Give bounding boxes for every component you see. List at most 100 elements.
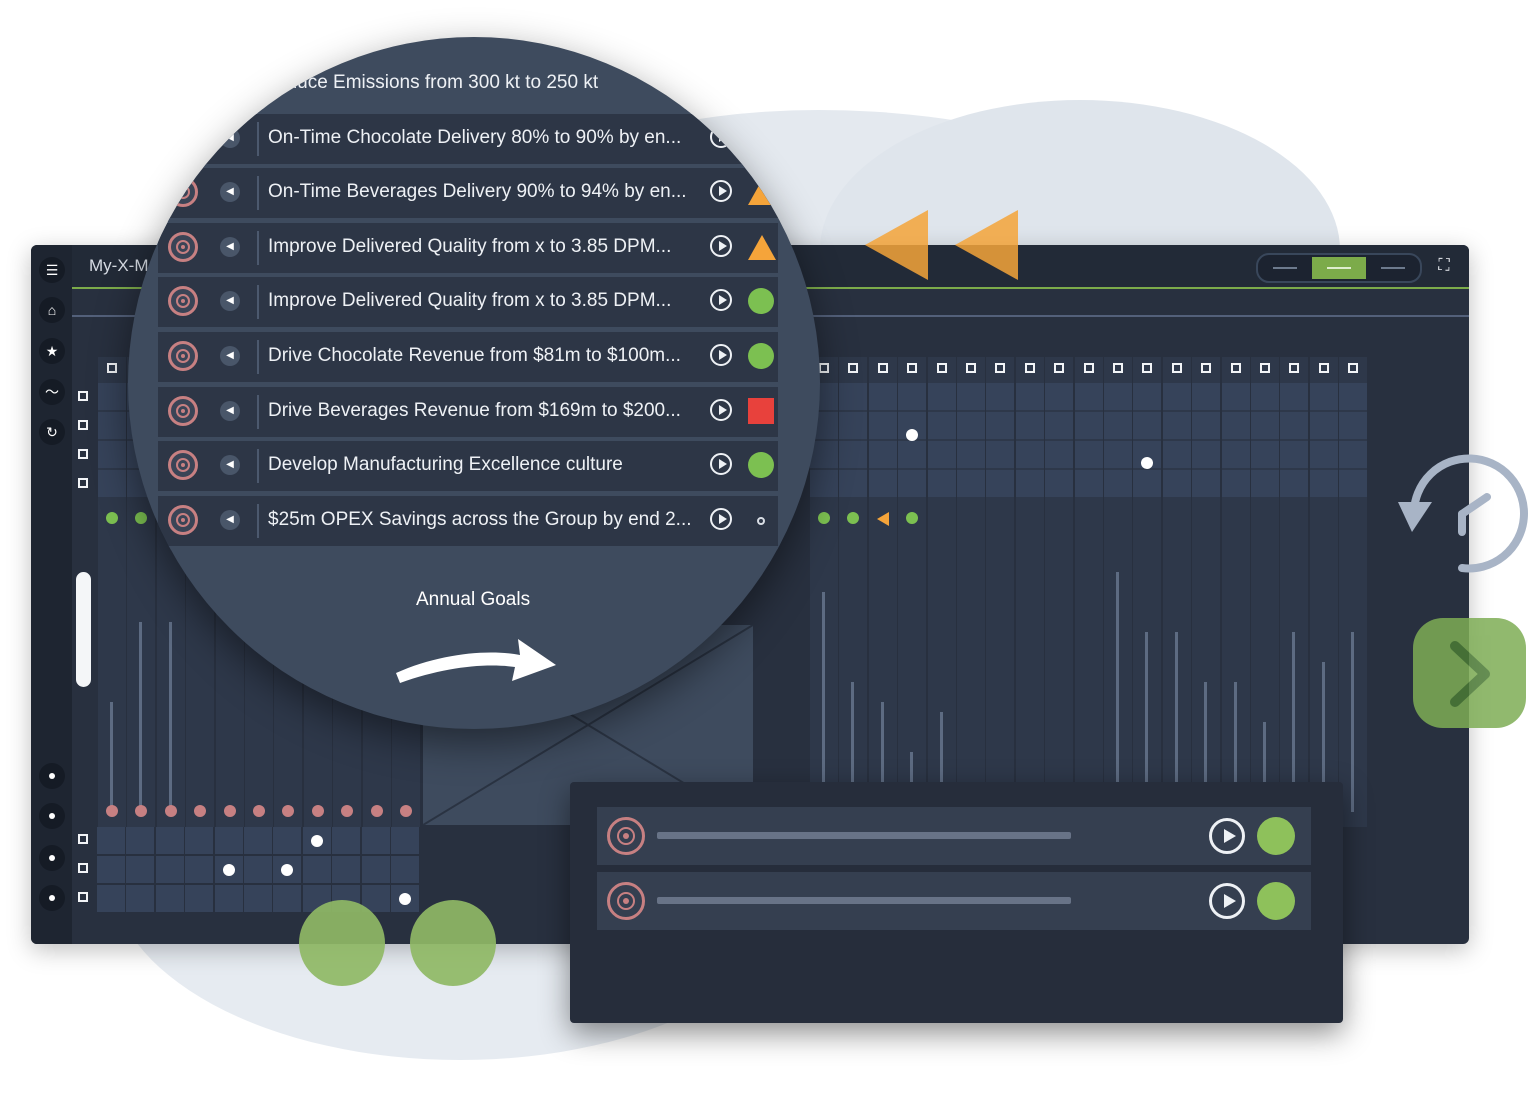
grid-cell[interactable] [361,856,390,883]
grid-cell[interactable] [1104,412,1132,439]
grid-cell[interactable] [1045,383,1074,410]
grid-cell[interactable] [1104,441,1132,468]
panel-row[interactable] [597,872,1311,930]
column-checkbox[interactable] [1318,363,1329,373]
collapse-chevron-icon[interactable]: ◀ [220,509,240,530]
minimize-button[interactable] [1258,257,1312,279]
grid-cell[interactable] [361,827,390,854]
play-icon[interactable] [710,507,732,530]
grid-cell[interactable] [1221,412,1250,439]
grid-cell[interactable] [868,412,897,439]
grid-cell[interactable] [185,885,214,912]
column-checkbox[interactable] [966,363,976,373]
play-icon[interactable] [710,180,732,203]
goal-row[interactable]: ◀Drive Beverages Revenue from $169m to $… [158,386,778,441]
grid-cell[interactable] [185,856,214,883]
grid-cell[interactable] [1221,383,1250,410]
grid-cell[interactable] [332,827,361,854]
grid-cell[interactable] [155,856,184,883]
grid-cell[interactable] [1015,470,1044,497]
grid-cell[interactable] [97,827,125,854]
grid-cell[interactable] [986,412,1015,439]
collapse-chevron-icon[interactable]: ◀ [220,127,240,148]
row-checkbox[interactable] [78,863,88,873]
grid-cell[interactable] [1133,470,1162,497]
grid-cell[interactable] [1192,383,1221,410]
grid-cell[interactable] [214,827,243,854]
play-icon[interactable] [710,398,732,421]
grid-cell[interactable] [868,470,897,497]
goal-row[interactable]: ◀On-Time Chocolate Delivery 80% to 90% b… [158,113,778,168]
column-checkbox[interactable] [1260,363,1270,373]
column-checkbox[interactable] [1289,363,1300,373]
grid-cell[interactable] [1162,441,1191,468]
grid-cell[interactable] [810,470,838,497]
grid-cell[interactable] [1015,441,1044,468]
grid-cell[interactable] [839,441,868,468]
play-icon[interactable] [710,344,732,366]
grid-cell[interactable] [1104,383,1132,410]
column-checkbox[interactable] [1024,363,1035,373]
column-checkbox[interactable] [995,363,1006,373]
row-checkbox[interactable] [78,449,88,459]
goal-row[interactable]: ◀Drive Chocolate Revenue from $81m to $1… [158,332,778,386]
scroll-handle[interactable] [76,572,91,687]
grid-cell[interactable] [986,383,1015,410]
grid-cell[interactable] [839,383,868,410]
column-checkbox[interactable] [1142,363,1153,373]
collapse-chevron-icon[interactable]: ◀ [220,455,240,476]
star-icon[interactable]: ★ [39,338,65,364]
grid-cell[interactable] [1045,441,1074,468]
grid-cell[interactable] [273,827,302,854]
grid-cell[interactable] [97,856,125,883]
play-icon[interactable] [710,125,732,148]
grid-cell[interactable] [185,827,214,854]
grid-cell[interactable] [1221,470,1250,497]
row-checkbox[interactable] [78,420,88,430]
column-checkbox[interactable] [107,363,117,373]
row-checkbox[interactable] [78,892,88,902]
grid-cell[interactable] [1339,470,1368,497]
column-checkbox[interactable] [1113,363,1123,373]
grid-cell[interactable] [98,412,126,439]
grid-cell[interactable] [898,441,927,468]
goal-row[interactable]: ◀$25m OPEX Savings across the Group by e… [158,495,778,550]
grid-cell[interactable] [1162,383,1191,410]
grid-cell[interactable] [155,885,184,912]
grid-cell[interactable] [957,470,985,497]
grid-cell[interactable] [957,441,985,468]
play-icon[interactable] [1209,883,1245,919]
grid-cell[interactable] [1251,441,1279,468]
grid-cell[interactable] [986,441,1015,468]
grid-cell[interactable] [927,441,956,468]
goal-row[interactable]: ◀On-Time Beverages Delivery 90% to 94% b… [158,168,778,223]
collapse-chevron-icon[interactable]: ◀ [220,291,240,312]
column-checkbox[interactable] [1054,363,1065,373]
column-checkbox[interactable] [1171,363,1182,373]
grid-cell[interactable] [1251,470,1279,497]
collapse-chevron-icon[interactable]: ◀ [220,236,240,257]
row-checkbox[interactable] [78,834,88,844]
fullscreen-icon[interactable]: ⛶ [1438,257,1450,274]
grid-cell[interactable] [1339,383,1368,410]
goal-row[interactable]: ◀Improve Delivered Quality from x to 3.8… [158,222,778,277]
activity-icon[interactable]: 〜 [39,379,65,405]
grid-cell[interactable] [927,470,956,497]
collapse-chevron-icon[interactable]: ◀ [220,346,240,366]
grid-cell[interactable] [1162,412,1191,439]
grid-cell[interactable] [1309,441,1338,468]
grid-cell[interactable] [1045,412,1074,439]
grid-cell[interactable] [244,827,272,854]
grid-cell[interactable] [1192,470,1221,497]
grid-cell[interactable] [1251,383,1279,410]
grid-cell[interactable] [957,383,985,410]
grid-cell[interactable] [1280,412,1309,439]
grid-cell[interactable] [97,885,125,912]
grid-cell[interactable] [1104,470,1132,497]
rail-dot[interactable] [39,845,65,871]
column-checkbox[interactable] [1348,363,1359,373]
grid-cell[interactable] [810,441,838,468]
grid-cell[interactable] [839,412,868,439]
grid-cell[interactable] [1280,383,1309,410]
grid-cell[interactable] [1309,470,1338,497]
